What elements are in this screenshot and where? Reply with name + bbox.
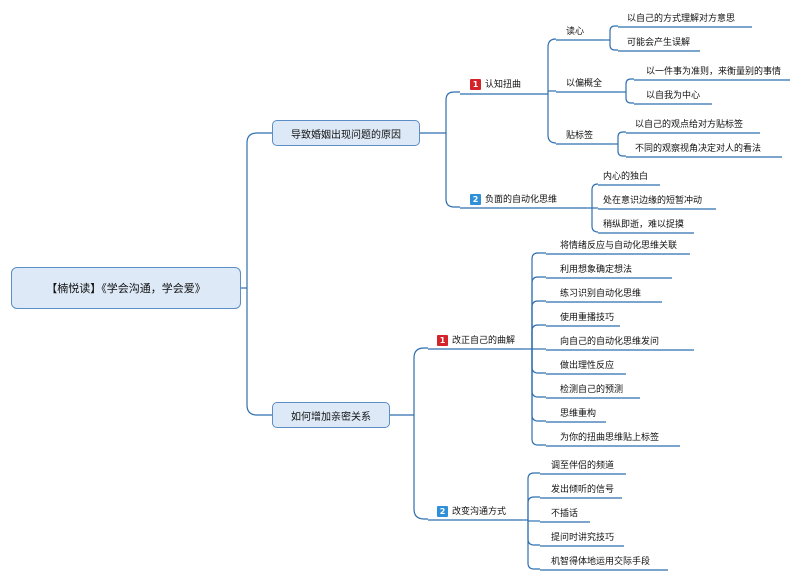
leaf-item[interactable]: 不插话 (551, 509, 579, 519)
connector-line (625, 78, 634, 92)
leaf-item[interactable]: 稍纵即逝，难以捉摸 (603, 220, 685, 230)
branch-cognitive-distortion[interactable]: 1 认知扭曲 (470, 79, 521, 92)
leaf-item[interactable]: 以自己的观点给对方贴标签 (635, 120, 744, 130)
leaf-item[interactable]: 调至伴侣的频道 (551, 461, 615, 471)
leaf-item[interactable]: 处在意识边缘的短暂冲动 (603, 196, 703, 206)
leaf-item[interactable]: 不同的观察视角决定对人的看法 (635, 144, 762, 154)
connector-line (527, 496, 540, 520)
connector-line (531, 349, 546, 446)
connector-line (531, 324, 546, 349)
connector-line (445, 91, 460, 133)
leaf-item[interactable]: 将情绪反应与自动化思维关联 (560, 241, 678, 251)
group-overgeneralization[interactable]: 以偏概全 (566, 79, 603, 89)
leaf-item[interactable]: 为你的扭曲思维贴上标签 (560, 433, 660, 443)
number-badge: 2 (437, 506, 448, 517)
branch-label: 认知扭曲 (485, 80, 522, 90)
leaf-item[interactable]: 使用重播技巧 (560, 313, 615, 323)
branch-label: 负面的自动化思维 (485, 195, 558, 205)
main-node-intimacy[interactable]: 如何增加亲密关系 (272, 402, 390, 428)
connector-line (609, 40, 618, 51)
leaf-item[interactable]: 提问时讲究技巧 (551, 533, 615, 543)
connector-line (609, 25, 618, 40)
connector-line (531, 349, 546, 422)
number-badge: 1 (437, 335, 448, 346)
main-node-causes[interactable]: 导致婚姻出现问题的原因 (272, 120, 420, 146)
leaf-item[interactable]: 机智得体地运用交际手段 (551, 557, 651, 567)
branch-negative-automatic-thoughts[interactable]: 2 负面的自动化思维 (470, 194, 557, 207)
leaf-item[interactable]: 做出理性反应 (560, 361, 615, 371)
connector-line (591, 183, 599, 208)
connector-line (527, 520, 540, 570)
branch-label: 改变沟通方式 (452, 507, 507, 517)
connector-line (625, 92, 634, 104)
connector-line (547, 94, 557, 144)
group-labeling[interactable]: 贴标签 (566, 131, 594, 141)
connector-line (445, 133, 460, 208)
branch-correct-distortions[interactable]: 1 改正自己的曲解 (437, 335, 515, 348)
branch-label: 改正自己的曲解 (452, 336, 516, 346)
leaf-item[interactable]: 以自我为中心 (646, 91, 701, 101)
connector-line (246, 288, 272, 416)
number-badge: 2 (470, 194, 481, 205)
connector-line (547, 38, 557, 94)
connector-line (246, 132, 272, 288)
connector-line (531, 276, 546, 349)
leaf-item[interactable]: 向自己的自动化思维发问 (560, 337, 660, 347)
leaf-item[interactable]: 检测自己的预测 (560, 385, 624, 395)
leaf-item[interactable]: 思维重构 (560, 409, 597, 419)
connector-line (413, 347, 428, 415)
leaf-item[interactable]: 以一件事为准则，来衡量别的事情 (646, 67, 782, 77)
connector-line (413, 415, 428, 520)
leaf-item[interactable]: 练习识别自动化思维 (560, 289, 642, 299)
connector-line (531, 300, 546, 349)
branch-change-communication[interactable]: 2 改变沟通方式 (437, 506, 506, 519)
number-badge: 1 (470, 79, 481, 90)
group-mind-reading[interactable]: 读心 (566, 27, 585, 37)
connector-line (527, 472, 540, 520)
connector-line (617, 144, 626, 157)
leaf-item[interactable]: 可能会产生误解 (627, 38, 691, 48)
leaf-item[interactable]: 发出倾听的信号 (551, 485, 615, 495)
leaf-item[interactable]: 以自己的方式理解对方意思 (627, 14, 736, 24)
connector-line (531, 252, 546, 349)
root-node[interactable]: 【楠悦读】《学会沟通，学会爱》 (11, 267, 241, 309)
leaf-item[interactable]: 内心的独白 (603, 172, 649, 182)
connector-line (527, 520, 540, 546)
connector-line (617, 131, 626, 144)
connector-line (531, 349, 546, 374)
connector-line (591, 208, 599, 233)
leaf-item[interactable]: 利用想象确定想法 (560, 265, 633, 275)
